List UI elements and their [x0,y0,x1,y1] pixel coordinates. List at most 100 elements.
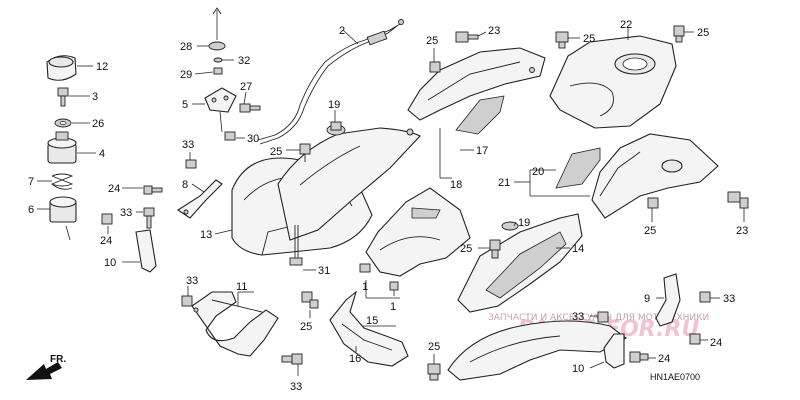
callout-20: 20 [532,166,544,178]
callout-9: 9 [644,293,650,305]
part-31-bolt [289,225,303,266]
part-23-clip-a [455,31,479,43]
part-14-side-cowl [457,213,583,313]
part-20-pad [555,147,601,189]
part-5-bracket [204,87,237,133]
part-6-collar [49,196,77,241]
part-17-pad [455,95,505,135]
part-19-cap-a [326,121,346,136]
part-8-bracket [176,179,223,219]
part-24-bolt-a [143,185,163,195]
callout-19-a: 19 [328,99,340,111]
callout-33-c: 33 [186,275,198,287]
callout-25-h: 25 [428,341,440,353]
part-3-bolt [57,87,69,107]
callout-32: 32 [238,55,250,67]
part-33-bolt-e [281,353,303,365]
callout-labels: 28 32 29 2 12 3 26 4 7 6 5 27 30 33 8 24… [28,19,748,393]
callout-6: 6 [28,204,34,216]
part-33-bolt-a [185,159,197,169]
part-28-grommet [208,7,226,51]
part-9-bracket [655,273,681,327]
part-25-clip-e [647,197,659,209]
part-10-stay-a [135,229,157,273]
part-12-cap [46,55,77,81]
callout-1-a: 1 [362,281,368,293]
callout-17: 17 [476,145,488,157]
callout-14: 14 [572,243,584,255]
part-25-clip-h [427,363,441,381]
callout-2: 2 [339,25,345,37]
part-33-bolt-d [181,295,193,307]
callout-24-d: 24 [658,353,670,365]
callout-25-f: 25 [460,243,472,255]
callout-24-b: 24 [100,235,112,247]
callout-25-b: 25 [426,35,438,47]
part-19-cap-b [501,221,519,231]
callout-19-b: 19 [518,217,530,229]
callout-13: 13 [200,229,212,241]
callout-22: 22 [620,19,632,31]
part-21-side-cover [591,133,719,219]
part-24-bolt-d [629,351,649,363]
part-22-tank-cover [549,35,677,129]
callout-25-g: 25 [300,321,312,333]
callout-25-c: 25 [583,33,595,45]
callout-7: 7 [28,176,34,188]
part-2-cable [257,19,404,145]
part-11-stay [191,291,279,357]
callout-23-a: 23 [488,25,500,37]
part-10-stay-b [603,333,625,369]
part-32-washer [213,57,223,63]
callout-3: 3 [92,91,98,103]
front-direction-arrow: FR. [26,354,66,380]
part-24-bolt-c [689,333,701,345]
part-29-clip [213,67,223,75]
callout-10-a: 10 [104,257,116,269]
part-25-clip-a [299,143,311,162]
callout-11: 11 [236,281,247,293]
callout-25-e: 25 [644,225,656,237]
callout-33-e: 33 [723,293,735,305]
callout-8: 8 [182,179,188,191]
callout-1-b: 1 [390,301,396,313]
part-25-clip-g [301,291,319,309]
callout-28: 28 [180,41,192,53]
part-25-clip-f [489,239,501,259]
callout-18: 18 [450,179,462,191]
callout-10-b: 10 [572,363,584,375]
callout-33-f: 33 [572,311,584,323]
callout-24-a: 24 [108,183,120,195]
part-24-bolt-b [101,213,113,225]
part-center-cowl [359,187,471,291]
callout-30: 30 [247,133,259,145]
callout-33-d: 33 [290,381,302,393]
callout-25-d: 25 [697,27,709,39]
callout-29: 29 [180,69,192,81]
callout-33-b: 33 [120,207,132,219]
callout-21: 21 [498,177,510,189]
part-4-fuel-cap [47,131,77,164]
part-25-clip-d [673,25,685,43]
part-26-washer [54,118,72,128]
part-18-side-cover [407,47,546,121]
callout-5: 5 [182,99,188,111]
part-23-clip-b [727,191,749,209]
callout-27: 27 [240,81,252,93]
callout-4: 4 [99,148,105,160]
callout-24-c: 24 [710,337,722,349]
part-rear-fender [447,320,628,381]
callout-12: 12 [96,61,108,73]
callout-25-a: 25 [270,146,282,158]
callout-16: 16 [349,353,361,365]
part-25-clip-c [555,31,569,49]
part-33-bolt-c [597,311,609,323]
diagram-code: HN1AE0700 [650,372,700,382]
part-33-bolt-f [699,291,711,303]
callout-23-b: 23 [736,225,748,237]
callout-26: 26 [92,118,104,130]
callout-31: 31 [318,265,330,277]
callout-33-a: 33 [182,139,194,151]
part-30-nut [224,131,236,141]
